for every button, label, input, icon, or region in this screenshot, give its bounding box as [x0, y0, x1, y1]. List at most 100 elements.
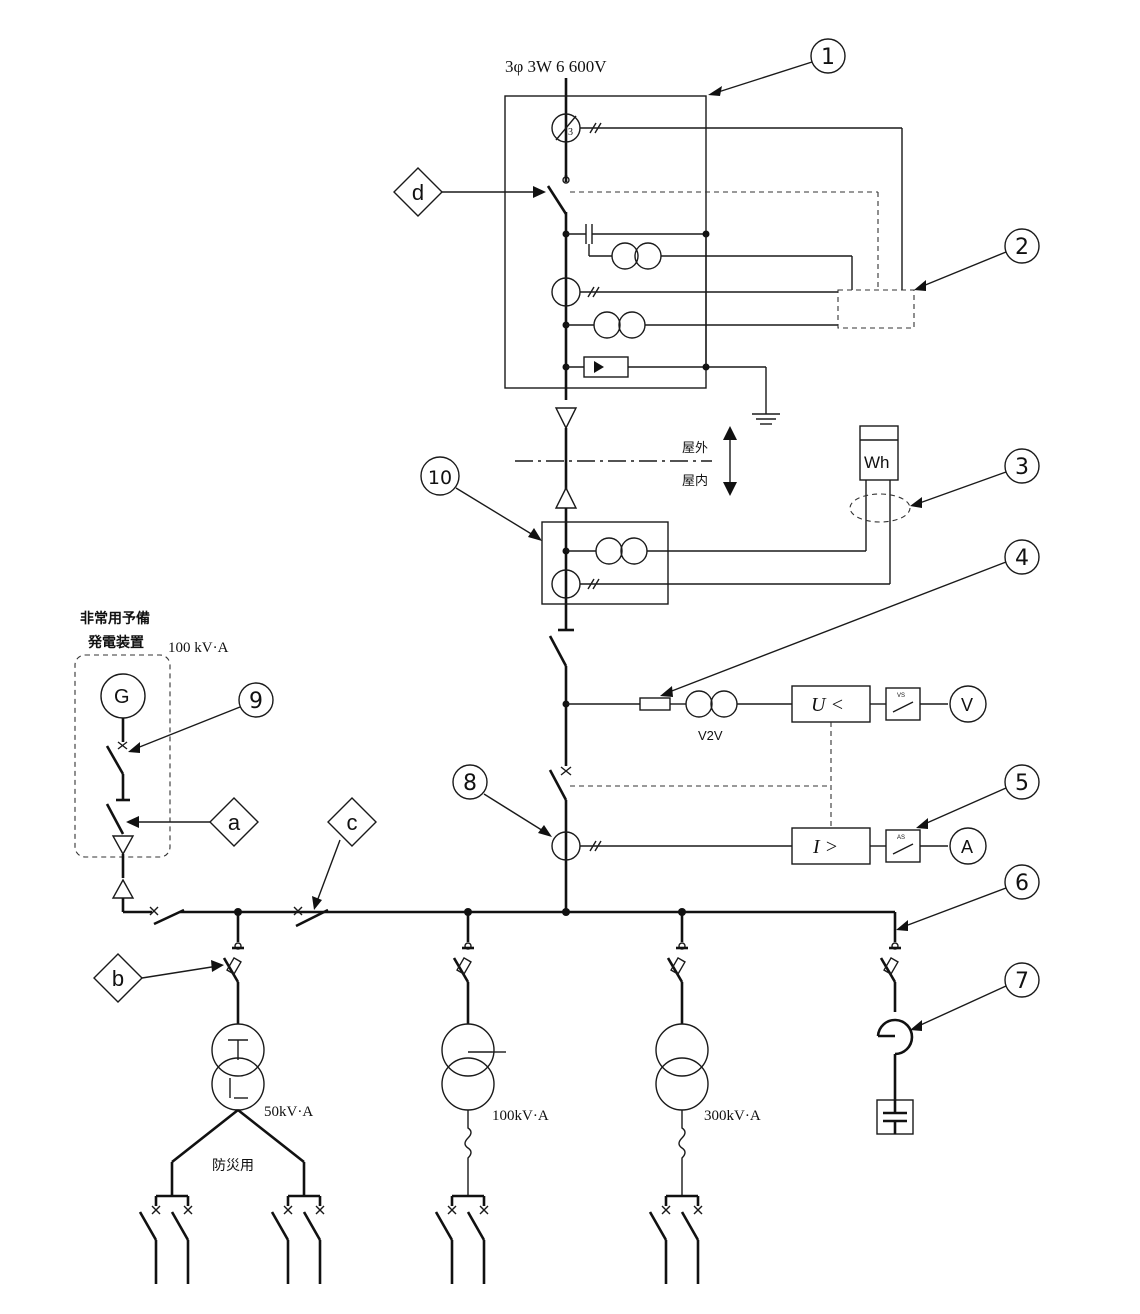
marker-8-label: 8: [463, 771, 477, 796]
arrow-down: [723, 482, 737, 496]
voltmeter-label: V: [961, 695, 973, 715]
t3-fuse-link: [678, 1110, 686, 1196]
lv-breaker-x: [479, 1205, 489, 1215]
marker-d: d: [393, 167, 443, 217]
oc-relay-label: I >: [812, 836, 838, 858]
relay-box-dashed: [837, 289, 915, 329]
vt-coil: [710, 690, 738, 718]
tick: [587, 578, 595, 590]
voltmeter: [949, 685, 987, 723]
marker-2-label: 2: [1015, 235, 1029, 260]
marker-8: 8: [452, 764, 488, 800]
marker-10-leader: [455, 487, 539, 539]
cable-head-top: [554, 407, 578, 430]
tie-cb-x: [149, 906, 159, 916]
t1-branch: [171, 1108, 239, 1164]
marker-3-leader: [913, 471, 1007, 506]
feeder4-fuse: [883, 956, 899, 976]
metering-box: [541, 521, 669, 605]
marker-c-label: c: [347, 810, 358, 835]
marker-10-label: 10: [428, 467, 452, 489]
marker-1: 1: [810, 38, 846, 74]
generator-title-1: 非常用予備: [80, 610, 150, 627]
tick: [594, 122, 602, 134]
junction: [562, 908, 570, 916]
marker-6-leader: [899, 887, 1007, 929]
marker-5: 5: [1004, 764, 1040, 800]
lv-breaker-x: [151, 1205, 161, 1215]
marker-b: b: [93, 953, 143, 1003]
generator-tie-breaker: [153, 908, 185, 926]
marker-4-leader: [663, 561, 1007, 695]
marker-2: 2: [1004, 228, 1040, 264]
t2-rating: 100kV·A: [492, 1108, 549, 1124]
arrowhead: [128, 742, 140, 753]
pas-blade: [546, 185, 568, 215]
marker-7-label: 7: [1015, 969, 1029, 994]
tick: [589, 122, 597, 134]
ammeter-label: A: [961, 837, 973, 857]
feeder2-lbs: [452, 957, 470, 983]
marker-a-label: a: [228, 810, 241, 835]
tick: [587, 286, 595, 298]
t3-rating: 300kV·A: [704, 1108, 761, 1124]
lv-breaker-blade: [680, 1211, 700, 1241]
vt2-coil: [618, 311, 646, 339]
lv-breaker-blade: [466, 1211, 486, 1241]
vt-coil: [685, 690, 713, 718]
low-voltage-breakers: [138, 1194, 703, 1284]
marker-9-leader: [131, 706, 241, 751]
marker-4-label: 4: [1015, 546, 1029, 571]
transformer-t3-secondary: [655, 1057, 709, 1111]
uv-relay-label: U <: [811, 694, 844, 716]
tick: [589, 840, 597, 852]
vs-contact: [892, 701, 914, 713]
vt-coil: [634, 242, 662, 270]
lv-breaker-x: [283, 1205, 293, 1215]
outdoor-label: 屋外: [682, 441, 708, 456]
wh-label: Wh: [864, 453, 890, 472]
vt-fuse: [639, 697, 671, 711]
lv-breaker-x: [315, 1205, 325, 1215]
marker-b-leader: [141, 965, 219, 979]
supply-label: 3φ 3W 6 600V: [505, 57, 607, 76]
marker-6-label: 6: [1015, 871, 1029, 896]
arrowhead: [916, 818, 928, 829]
zct-3-label: 3: [568, 127, 573, 138]
feeder2-fuse: [456, 956, 472, 976]
transformer-t3-primary: [655, 1023, 709, 1077]
generator-title-2: 発電装置: [87, 634, 144, 651]
marker-4: 4: [1004, 539, 1040, 575]
tick: [592, 578, 600, 590]
arrowhead: [708, 86, 722, 96]
marker-a: a: [209, 797, 259, 847]
vt-coil: [611, 242, 639, 270]
lv-breaker-x: [693, 1205, 703, 1215]
series-reactor: [876, 1018, 914, 1056]
bus-cb-x: [293, 906, 303, 916]
marker-1-label: 1: [821, 45, 835, 70]
zct-slash: [555, 115, 577, 141]
marker-2-leader: [917, 251, 1007, 289]
lv-breaker-blade: [302, 1211, 322, 1241]
t1-branch: [237, 1108, 305, 1164]
la-arrow: [594, 361, 604, 373]
mof-coil: [595, 537, 623, 565]
v2v-label: V2V: [698, 728, 723, 743]
arrowhead: [538, 825, 552, 837]
lv-breaker-blade: [170, 1211, 190, 1241]
arrowhead: [126, 816, 139, 828]
marker-10: 10: [420, 456, 460, 496]
gen-cable-head: [111, 878, 135, 899]
as-label: AS: [897, 835, 905, 841]
feeder3-fuse: [670, 956, 686, 976]
marker-7: 7: [1004, 962, 1040, 998]
generator-rating: 100 kV·A: [168, 640, 229, 656]
gen-cable-head: [111, 835, 135, 856]
lightning-arrester: [583, 356, 629, 378]
outdoor-cubicle-box: [504, 95, 707, 389]
vt2-coil: [593, 311, 621, 339]
marker-5-label: 5: [1015, 771, 1029, 796]
t2-fuse-link: [464, 1110, 472, 1196]
